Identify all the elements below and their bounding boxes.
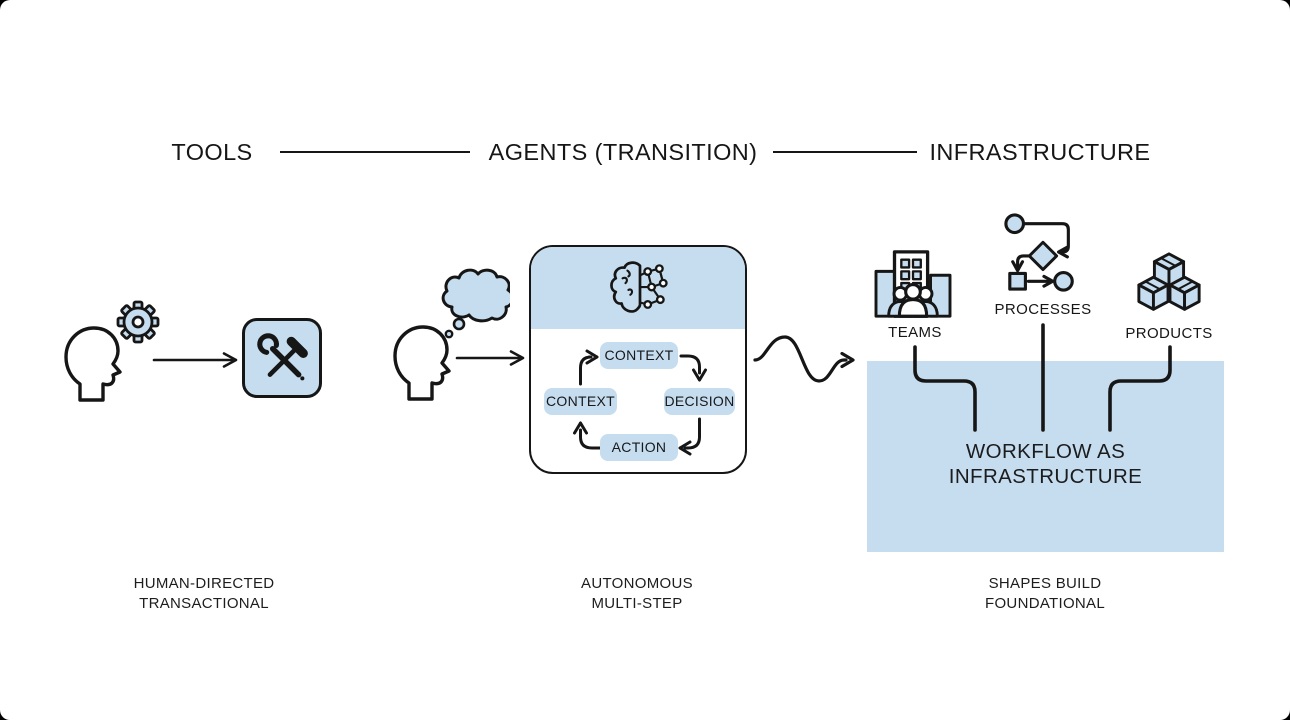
- loop-badge-context-top: CONTEXT: [600, 342, 678, 369]
- head-profile-icon: [64, 326, 122, 402]
- infrastructure-caption: SHAPES BUILD FOUNDATIONAL: [985, 574, 1105, 613]
- products-icon: [1137, 252, 1201, 311]
- bubble-dot-small: [444, 329, 454, 339]
- agent-loop-box: CONTEXT DECISION CONTEXT ACTION: [529, 245, 747, 474]
- tools-caption-line1: HUMAN-DIRECTED: [133, 575, 275, 592]
- loop-arrow-bottom-to-left: [579, 428, 602, 450]
- arrow-right-icon: [455, 350, 525, 366]
- tools-caption-line2: TRANSACTIONAL: [139, 594, 269, 612]
- wrench-hammer-icon: [257, 333, 308, 381]
- human-head-gear-icon: [64, 300, 160, 402]
- workflow-box-line2: INFRASTRUCTURE: [948, 465, 1143, 488]
- connector-lines: [913, 323, 1172, 432]
- gear-icon: [116, 300, 160, 344]
- loop-arrow-left-to-top: [579, 355, 593, 386]
- arrow-right-icon: [152, 352, 238, 368]
- thinking-head-icon: [393, 268, 510, 401]
- bubble-dot-large: [452, 317, 466, 331]
- wave-arrow-icon: [753, 335, 855, 383]
- head-profile-icon: [393, 325, 451, 401]
- header-label-tools: TOOLS: [171, 139, 253, 165]
- processes-icon: [1004, 213, 1074, 292]
- infrastructure-caption-line1: SHAPES BUILD: [988, 575, 1102, 592]
- agents-caption-line1: AUTONOMOUS: [581, 575, 693, 592]
- loop-badge-decision: DECISION: [664, 388, 735, 415]
- tools-caption: HUMAN-DIRECTED TRANSACTIONAL: [134, 574, 275, 613]
- header-divider-right: [773, 151, 917, 154]
- thought-bubble-icon: [441, 268, 510, 323]
- processes-label: PROCESSES: [994, 301, 1092, 318]
- products-connector: [1108, 345, 1172, 432]
- infrastructure-caption-line2: FOUNDATIONAL: [985, 594, 1105, 612]
- loop-arrow-top-to-right: [679, 354, 701, 375]
- header-divider-left: [280, 151, 470, 154]
- loop-arrow-right-to-bottom: [683, 417, 701, 450]
- teams-connector: [913, 345, 977, 432]
- agent-box-header: [531, 247, 745, 329]
- header-label-infrastructure: INFRASTRUCTURE: [929, 139, 1151, 165]
- workflow-box-text: WORKFLOW AS INFRASTRUCTURE: [867, 439, 1224, 489]
- products-label: PRODUCTS: [1125, 325, 1213, 342]
- agents-caption-line2: MULTI-STEP: [591, 594, 683, 612]
- loop-arrows: [573, 349, 707, 456]
- agents-caption: AUTONOMOUS MULTI-STEP: [581, 574, 693, 613]
- workflow-infrastructure-box: WORKFLOW AS INFRASTRUCTURE: [867, 361, 1224, 552]
- workflow-box-line1: WORKFLOW AS: [965, 440, 1126, 463]
- header-label-agents: AGENTS (TRANSITION): [488, 139, 758, 165]
- loop-badge-action: ACTION: [600, 434, 678, 461]
- teams-label: TEAMS: [888, 324, 942, 341]
- loop-badge-context-left: CONTEXT: [544, 388, 617, 415]
- tools-box: [242, 318, 322, 398]
- teams-icon: [874, 250, 952, 318]
- brain-icon: [610, 261, 668, 313]
